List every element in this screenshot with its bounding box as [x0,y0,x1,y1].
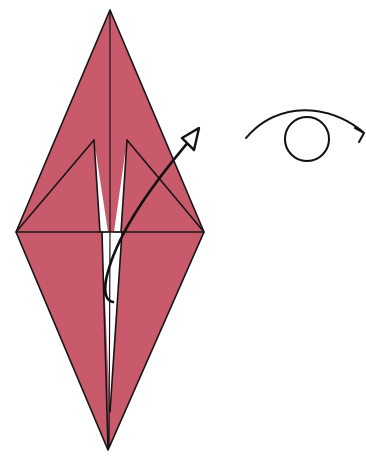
origami-model [16,10,204,450]
turn-over-eye-icon [246,110,364,161]
